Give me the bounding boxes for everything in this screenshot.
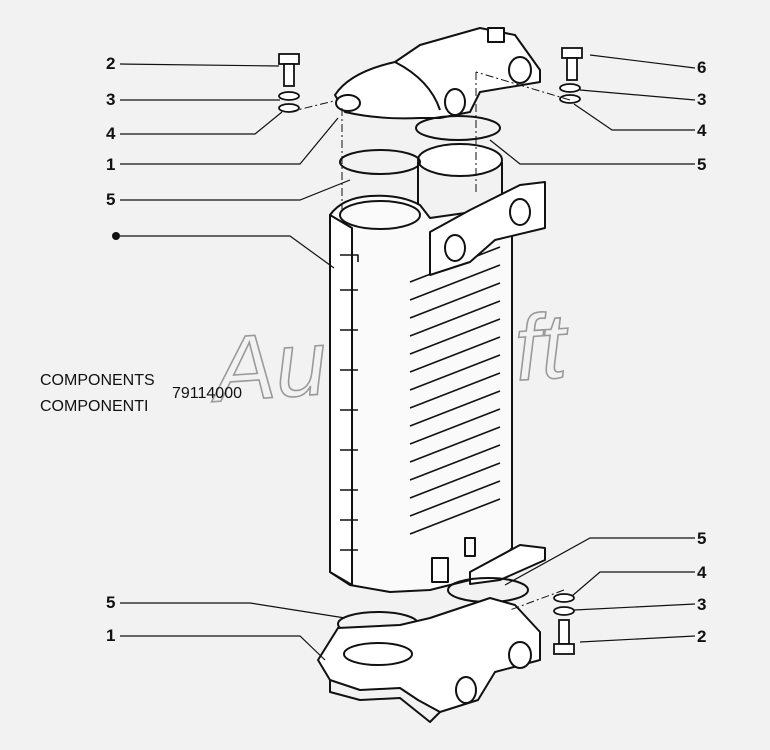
core-top-port-right (417, 143, 503, 177)
callout-1-bottom-left: 1 (106, 626, 115, 645)
top-cover (334, 27, 541, 120)
bottom-cover (317, 597, 541, 723)
callout-2-top-left: 2 (106, 54, 115, 73)
callout-5-top-left: 5 (106, 190, 115, 209)
centre-lines (288, 71, 571, 611)
bolt-top-right (559, 47, 583, 104)
callout-4-top-left: 4 (106, 124, 116, 143)
core-top-port-left (339, 200, 421, 230)
side-tabs (340, 254, 359, 551)
left-side-plate (329, 214, 353, 586)
core-bottom-flange (469, 544, 546, 585)
top-gasket-right (415, 115, 501, 141)
callout-1-top-left: 1 (106, 155, 115, 174)
leader-lines (119, 54, 696, 661)
callout-5-bottom-left: 5 (106, 593, 115, 612)
bolt-top-left (278, 53, 300, 113)
cooler-body-drawing (329, 143, 546, 593)
bolt-bottom-right (553, 593, 575, 655)
caption-componenti: COMPONENTI (40, 398, 149, 415)
callout-5-top-right: 5 (697, 155, 706, 174)
core-top-flange (429, 181, 546, 276)
top-gasket-left (339, 149, 421, 175)
callout-4-bottom-right: 4 (697, 563, 707, 582)
callout-3-top-left: 3 (106, 90, 115, 109)
callout-4-top-right: 4 (697, 121, 707, 140)
callout-5-bottom-right: 5 (697, 529, 706, 548)
callout-6-top-right: 6 (697, 58, 706, 77)
caption-components: COMPONENTS (40, 372, 155, 389)
caption-part-code: 79114000 (172, 385, 242, 402)
callout-2-bottom-right: 2 (697, 627, 706, 646)
callout-3-bottom-right: 3 (697, 595, 706, 614)
leader-dot-marker (112, 232, 120, 240)
callout-3-top-right: 3 (697, 90, 706, 109)
